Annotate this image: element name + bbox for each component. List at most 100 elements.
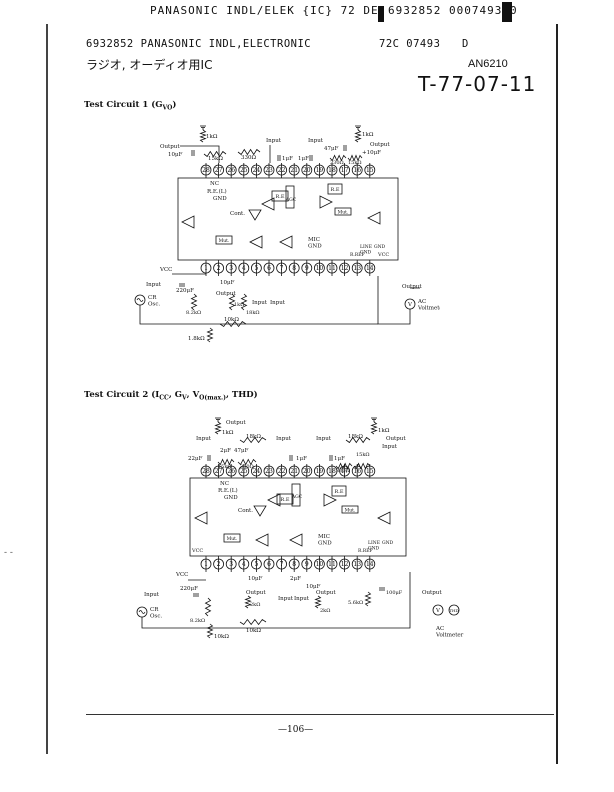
- top-pin-21-label: 21: [290, 468, 298, 475]
- bottom-pin-9-label: 9: [305, 265, 309, 272]
- bottom-pin-7: [276, 558, 288, 570]
- resistor: [204, 597, 212, 617]
- cap-2uf-b-label: 2μF: [290, 576, 301, 582]
- vcc-chip-label: VCC: [191, 548, 203, 554]
- cr-osc-label: CR: [148, 295, 157, 301]
- r5-6k-label: 5.6kΩ: [348, 600, 363, 606]
- bottom-pin-10-label: 10: [316, 561, 324, 568]
- bottom-pin-4-label: 4: [242, 265, 246, 272]
- resistor: [203, 150, 227, 158]
- top-pin-28: [200, 465, 212, 477]
- mic-gnd-label: MIC: [318, 534, 330, 540]
- input-b-label: Input: [308, 138, 324, 144]
- japanese-title: ラジオ, オーディオ用IC: [86, 58, 213, 72]
- thd-label: THD: [449, 608, 458, 613]
- top-pin-24: [250, 164, 262, 176]
- top-pin-18-label: 18: [328, 468, 336, 475]
- input-osc-label: Input: [146, 282, 162, 288]
- resistor: [239, 618, 267, 626]
- top-pin-23-label: 23: [265, 167, 273, 174]
- scan-header-text: PANASONIC INDL/ELEK {IC} 72 DE: [150, 4, 379, 17]
- bottom-pin-8: [288, 558, 300, 570]
- bottom-pin-6-label: 6: [267, 265, 271, 272]
- bottom-pin-14-label: 14: [366, 561, 374, 568]
- r2k-b-label: 2kΩ: [320, 608, 330, 614]
- resistor: [345, 436, 371, 444]
- tc2-title-text: Test Circuit 2 (I: [84, 390, 160, 400]
- top-pin-25-label: 25: [240, 167, 248, 174]
- wire: [141, 572, 411, 629]
- bottom-pin-3-label: 3: [229, 561, 233, 568]
- line-gnd-label: LINE: [360, 244, 372, 250]
- bottom-pin-10: [313, 262, 325, 274]
- top-pin-23-label: 23: [265, 468, 273, 475]
- amplifier-icon: [377, 511, 391, 525]
- bottom-pin-5-label: 5: [254, 265, 258, 272]
- cap-10uf-b-label: 10μF: [306, 584, 321, 590]
- resistor: [244, 595, 252, 609]
- mute-box-b-label: Mut.: [219, 238, 230, 244]
- cap-10uf-right-label: +10μF: [362, 150, 381, 156]
- nc-label: NC: [210, 181, 219, 187]
- bottom-pin-8: [288, 262, 300, 274]
- top-pin-27-label: 27: [215, 468, 223, 475]
- bottom-pin-9-label: 9: [305, 561, 309, 568]
- amplifier-icon: [255, 533, 269, 547]
- mic-gnd-label: GND: [308, 244, 322, 250]
- top-pin-20-label: 20: [303, 167, 311, 174]
- mute-box-a: [341, 505, 359, 514]
- re-box-b-label: R.E: [330, 187, 339, 193]
- test-circuit-1-title: Test Circuit 1 (GVO): [84, 100, 176, 112]
- cap-47uf-label: 47μF: [324, 146, 339, 152]
- re-box-b: [327, 183, 343, 195]
- tc2-title-sub1: CC: [159, 394, 169, 402]
- tc1-title-end: ): [172, 100, 177, 110]
- top-pin-17: [339, 164, 351, 176]
- input-c-label: Input: [252, 300, 268, 306]
- oscillator-icon: [138, 610, 146, 614]
- bottom-pin-7: [276, 262, 288, 274]
- wire: [139, 305, 378, 325]
- thd-meter-icon: [448, 604, 460, 616]
- top-pin-23: [263, 164, 275, 176]
- bottom-pin-11: [326, 262, 338, 274]
- bottom-pin-5-label: 5: [254, 561, 258, 568]
- top-pin-18-label: 18: [328, 167, 336, 174]
- top-pin-20: [301, 465, 313, 477]
- cap-1uf-a-label: 1μF: [282, 156, 293, 162]
- bottom-pin-14-label: 14: [366, 265, 374, 272]
- resistor: [354, 129, 362, 143]
- bottom-pin-11-label: 11: [328, 561, 336, 568]
- top-pin-27-label: 27: [215, 167, 223, 174]
- top-pin-18: [326, 465, 338, 477]
- ac-voltmeter-label: Voltmeter: [435, 633, 464, 639]
- agc-box: [285, 185, 295, 209]
- bottom-pin-4-label: 4: [242, 561, 246, 568]
- resistor: [370, 421, 378, 435]
- scan-bar-mark: [502, 2, 512, 22]
- top-pin-16-label: 16: [353, 468, 361, 475]
- agc-label: AGC: [291, 494, 303, 500]
- top-pin-25-label: 25: [240, 468, 248, 475]
- input-right-label: Input: [316, 436, 332, 442]
- top-pin-16-label: 16: [353, 167, 361, 174]
- bottom-pin-3-label: 3: [229, 265, 233, 272]
- bottom-pin-13-label: 13: [353, 561, 361, 568]
- bottom-pin-9: [301, 558, 313, 570]
- bottom-pin-4: [238, 558, 250, 570]
- top-pin-21-label: 21: [290, 167, 298, 174]
- top-pin-17-label: 17: [341, 468, 349, 475]
- top-pin-17: [339, 465, 351, 477]
- bottom-pin-1-label: 1: [204, 561, 208, 568]
- bottom-pin-8-label: 8: [292, 265, 296, 272]
- bottom-pin-10: [313, 558, 325, 570]
- ic-body: [177, 177, 399, 261]
- output-b-label: Output: [316, 590, 336, 596]
- cap-1uf-b-label: 1μF: [334, 456, 345, 462]
- r15k-label: 15kΩ: [218, 464, 232, 470]
- scan-header: PANASONIC INDL/ELEK {IC} 72 DE: [150, 4, 379, 17]
- ac-voltmeter-label: AC: [417, 299, 426, 305]
- bottom-pin-2: [213, 558, 224, 570]
- re-box-a: [276, 493, 294, 505]
- left-page-border: [46, 24, 48, 754]
